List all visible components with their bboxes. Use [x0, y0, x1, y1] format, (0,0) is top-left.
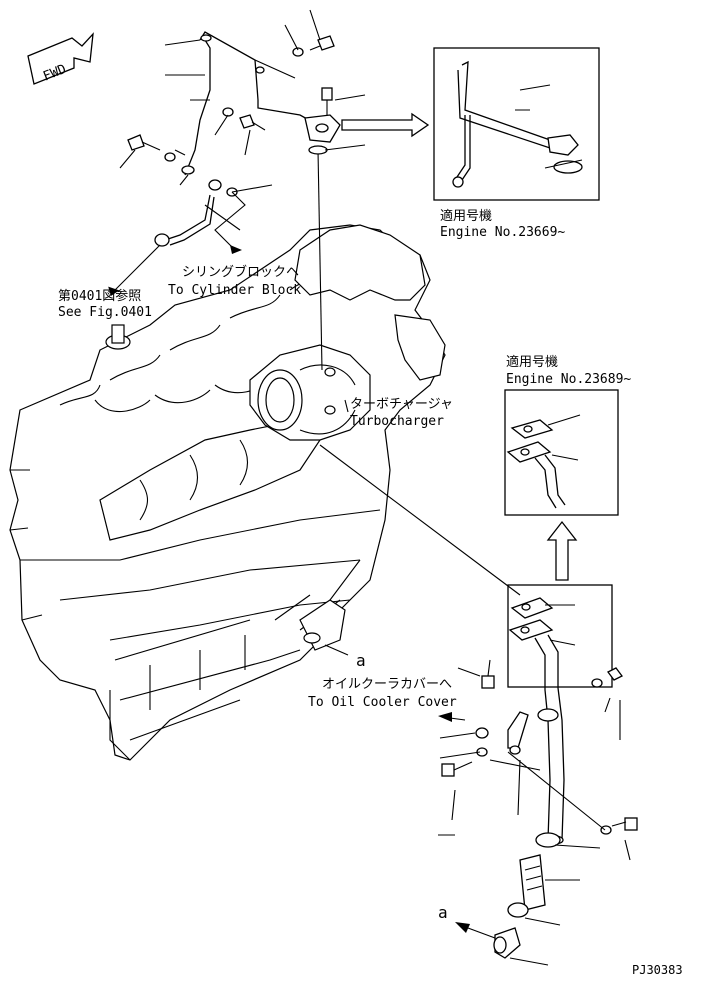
fwd-arrow-icon: FWD: [27, 32, 94, 85]
ref-a-mid: a: [356, 651, 366, 670]
see-fig-en: See Fig.0401: [58, 305, 152, 320]
see-fig-jp: 第0401図参照: [58, 288, 141, 304]
bolt-icon: [127, 134, 161, 151]
bolt-icon: [611, 817, 638, 831]
ref-a-bottom: a: [438, 903, 448, 922]
inset-top-box: [433, 47, 600, 201]
inset-top-en: Engine No.23669~: [440, 225, 565, 240]
cylinder-block-en: To Cylinder Block: [168, 283, 301, 298]
bolt-icon: [481, 659, 495, 689]
turbocharger-part: [249, 149, 521, 596]
inset-right-jp: 適用号機: [506, 354, 558, 370]
inset-top-jp: 適用号機: [440, 208, 492, 224]
turbocharger-en: Turbocharger: [350, 414, 444, 429]
oil-cooler-arrow-icon: [438, 712, 466, 722]
arrow-to-inset-icon: [341, 112, 430, 138]
inset-right-en: Engine No.23689~: [506, 372, 631, 387]
page-code: PJ30383: [632, 963, 683, 977]
cylinder-block-jp: シリングブロックヘ: [182, 264, 299, 280]
bolt-icon: [441, 761, 473, 777]
see-fig-arrow-icon: [108, 244, 161, 297]
oil-cooler-en: To Oil Cooler Cover: [308, 695, 457, 710]
oil-feed-pipe-top: [119, 9, 366, 254]
turbocharger-jp: ターボチャージャ: [350, 397, 453, 412]
ref-a-arrow-icon: [455, 922, 496, 939]
bolt-icon: [239, 114, 266, 131]
oil-cooler-jp: オイルクーラカバーへ: [322, 677, 452, 692]
drain-pipe-assembly: [438, 584, 638, 966]
up-arrow-icon: [546, 520, 578, 581]
inset-right-box: [504, 389, 619, 516]
bolt-icon: [321, 87, 333, 115]
bolt-icon: [309, 35, 335, 51]
